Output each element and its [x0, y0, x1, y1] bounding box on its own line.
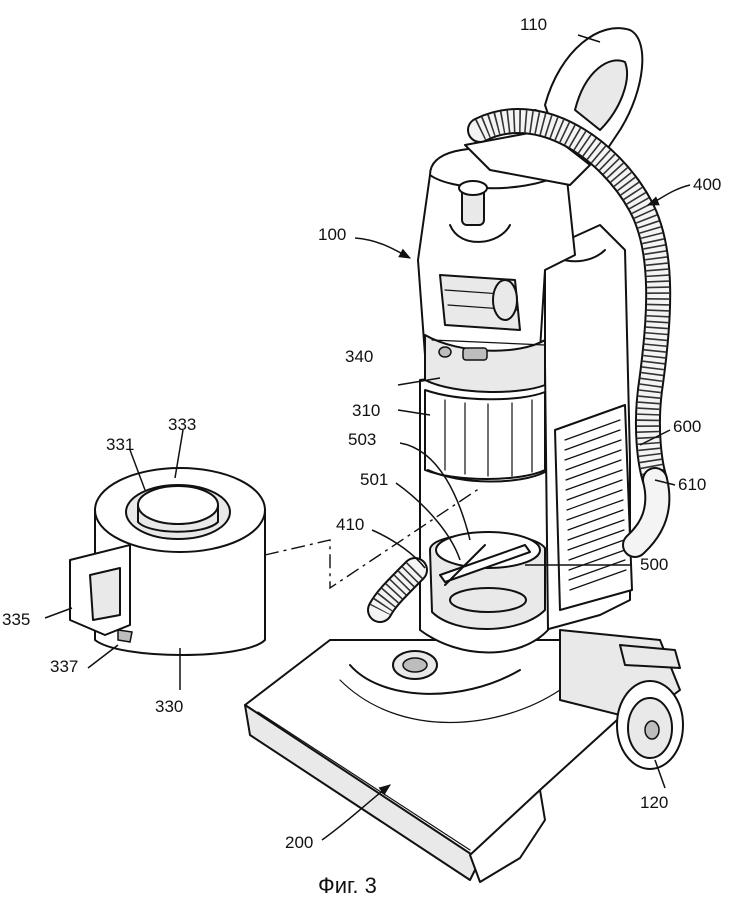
label-340: 340 [345, 347, 373, 366]
label-333: 333 [168, 415, 196, 434]
label-600: 600 [673, 417, 701, 436]
label-500: 500 [640, 555, 668, 574]
label-200: 200 [285, 833, 313, 852]
label-110: 110 [520, 15, 547, 34]
label-610: 610 [678, 475, 706, 494]
label-503: 503 [348, 430, 376, 449]
label-100: 100 [318, 225, 346, 244]
label-120: 120 [640, 793, 668, 812]
label-501: 501 [360, 470, 388, 489]
label-400: 400 [693, 175, 721, 194]
floor-nozzle [244, 639, 651, 883]
suction-hose [367, 108, 672, 623]
leader-lines [44, 34, 691, 841]
label-330: 330 [155, 697, 183, 716]
figure-caption: Фиг. 3 [318, 873, 377, 898]
label-337: 337 [50, 657, 78, 676]
label-331: 331 [106, 435, 134, 454]
rear-wheel [559, 629, 684, 770]
assembly-line [264, 487, 481, 590]
grille-slots [564, 419, 627, 591]
label-310: 310 [352, 401, 380, 420]
main-body [417, 147, 633, 654]
dust-bin-detached [69, 467, 266, 656]
label-335: 335 [2, 610, 30, 629]
reference-labels: 110 400 100 340 310 503 600 333 331 610 … [2, 15, 721, 852]
label-410: 410 [336, 515, 364, 534]
